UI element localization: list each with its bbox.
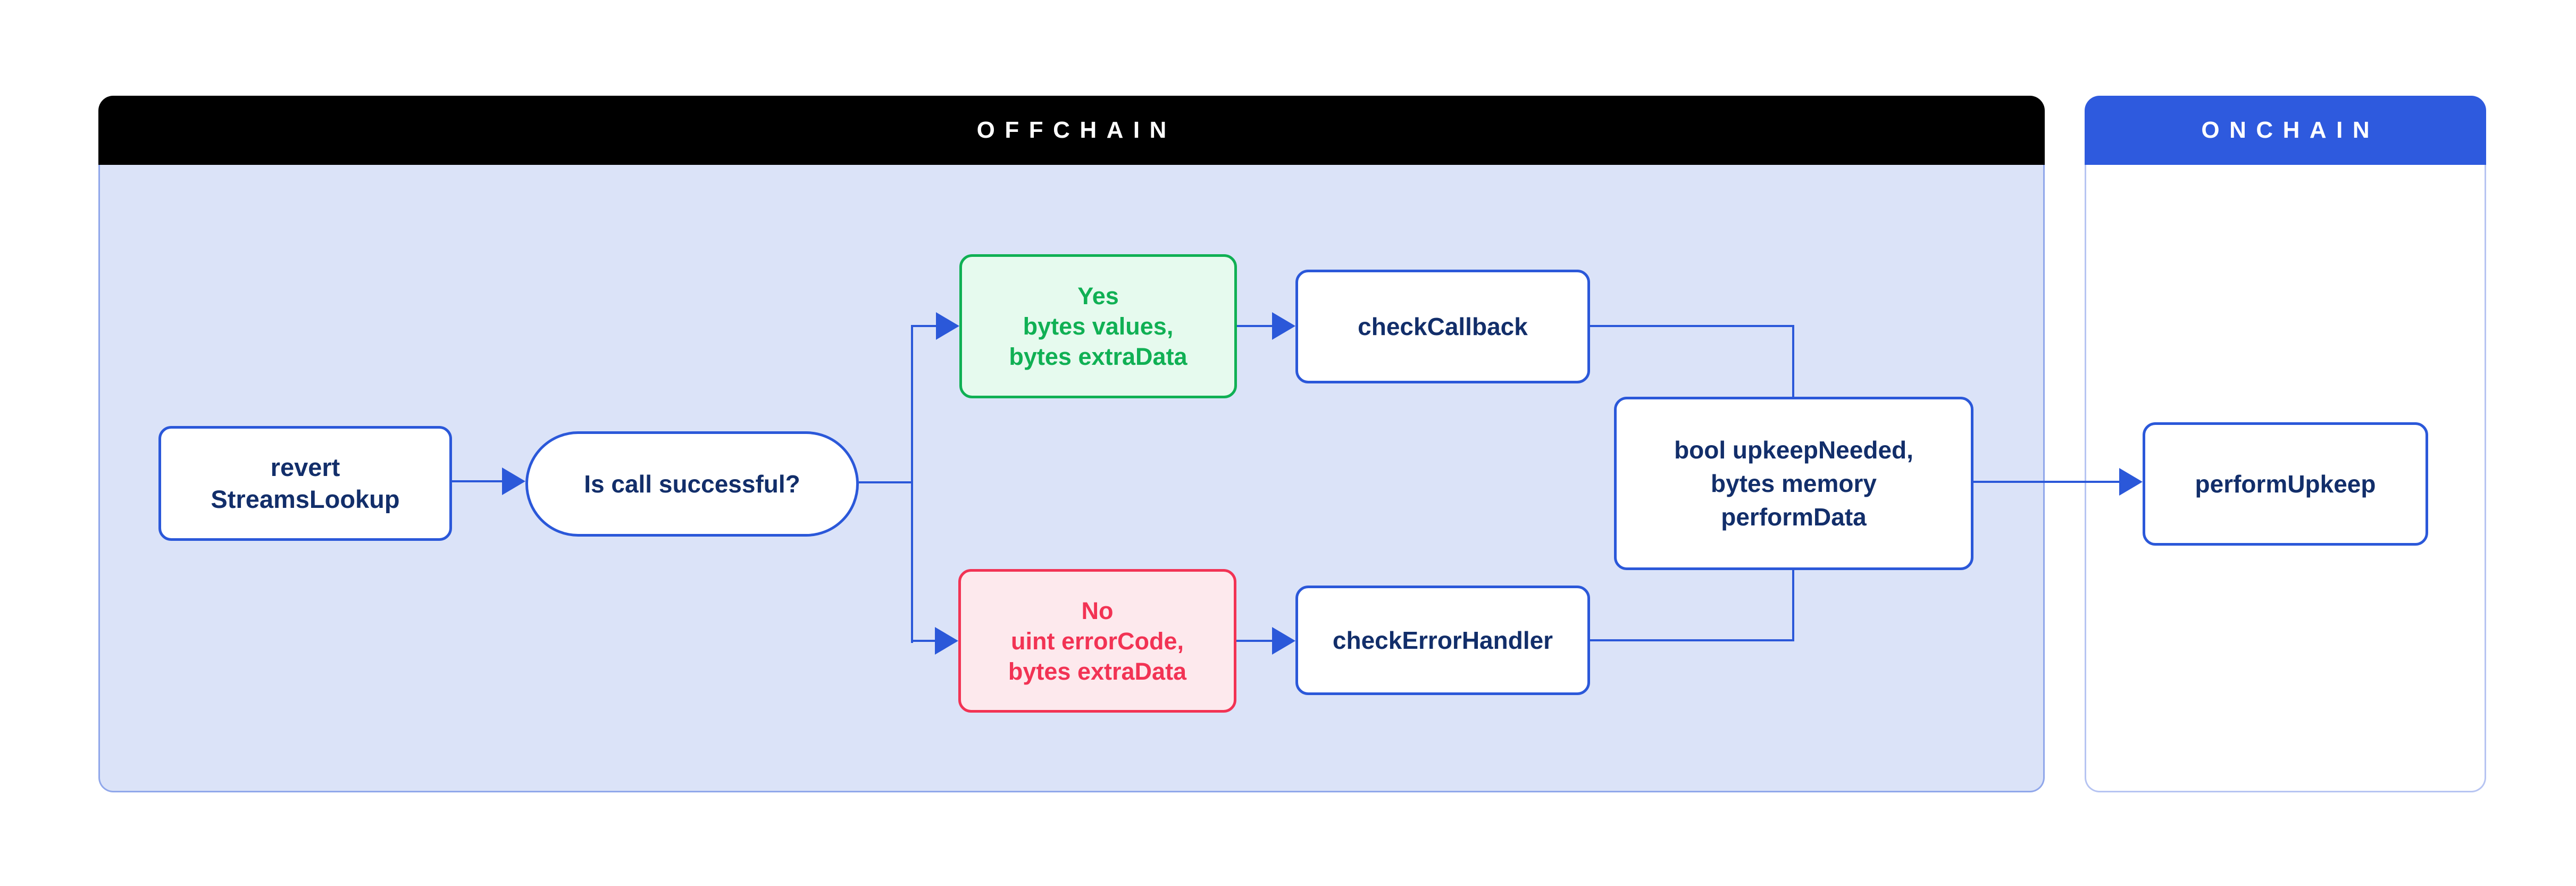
connector-checkcallback-to-upkeep [1590, 325, 1794, 327]
connector-revert-to-decision [452, 480, 504, 482]
node-is-call-successful: Is call successful? [525, 431, 859, 537]
arrowhead-into-no [935, 627, 958, 655]
arrowhead-into-decision [502, 467, 525, 495]
node-upkeep-line1: bool upkeepNeeded, [1674, 436, 1913, 464]
arrowhead-into-performupkeep [2119, 468, 2143, 496]
node-performupkeep-label: performUpkeep [2195, 470, 2376, 498]
node-upkeep-line2: bytes memory [1711, 469, 1877, 497]
node-yes-line1: Yes [1077, 282, 1119, 310]
onchain-panel-header: ONCHAIN [2085, 96, 2486, 165]
node-checkerrorhandler-label: checkErrorHandler [1332, 626, 1553, 654]
arrowhead-into-yes [936, 312, 959, 340]
connector-branch-to-no [912, 640, 935, 642]
connector-yes-to-checkcallback [1237, 325, 1272, 327]
node-perform-upkeep: performUpkeep [2143, 422, 2428, 546]
node-revert-line2: StreamsLookup [211, 485, 400, 513]
connector-checkerrorhandler-to-upkeep [1590, 639, 1794, 641]
node-no-line1: No [1081, 597, 1114, 624]
node-revert-streams-lookup: revert StreamsLookup [158, 426, 452, 541]
node-upkeep-line3: performData [1721, 503, 1867, 531]
connector-decision-to-branch [859, 481, 913, 483]
node-decision-label: Is call successful? [584, 470, 800, 498]
connector-branch-to-yes [912, 325, 936, 327]
offchain-panel-header: OFFCHAIN [98, 96, 2045, 165]
node-check-error-handler: checkErrorHandler [1295, 586, 1590, 695]
onchain-panel-title: ONCHAIN [2201, 117, 2380, 143]
connector-no-to-checkerrorhandler [1236, 640, 1272, 642]
arrowhead-into-checkcallback [1272, 312, 1295, 340]
node-checkcallback-label: checkCallback [1358, 313, 1528, 340]
node-no-branch: No uint errorCode, bytes extraData [958, 569, 1236, 713]
offchain-panel-title: OFFCHAIN [976, 117, 1176, 143]
node-upkeep-needed: bool upkeepNeeded, bytes memory performD… [1614, 397, 1973, 570]
node-yes-line2: bytes values, [1023, 313, 1174, 340]
connector-upkeep-to-performupkeep [1973, 481, 2119, 483]
node-no-line2: uint errorCode, [1010, 627, 1184, 655]
node-yes-branch: Yes bytes values, bytes extraData [959, 254, 1237, 398]
connector-checkerrorhandler-rise [1792, 569, 1794, 640]
node-revert-line1: revert [270, 453, 340, 481]
node-yes-line3: bytes extraData [1009, 343, 1187, 370]
node-no-line3: bytes extraData [1008, 657, 1187, 685]
branch-vertical-line [911, 325, 913, 643]
arrowhead-into-checkerrorhandler [1272, 627, 1295, 655]
node-check-callback: checkCallback [1295, 270, 1590, 383]
connector-checkcallback-drop [1792, 325, 1794, 398]
